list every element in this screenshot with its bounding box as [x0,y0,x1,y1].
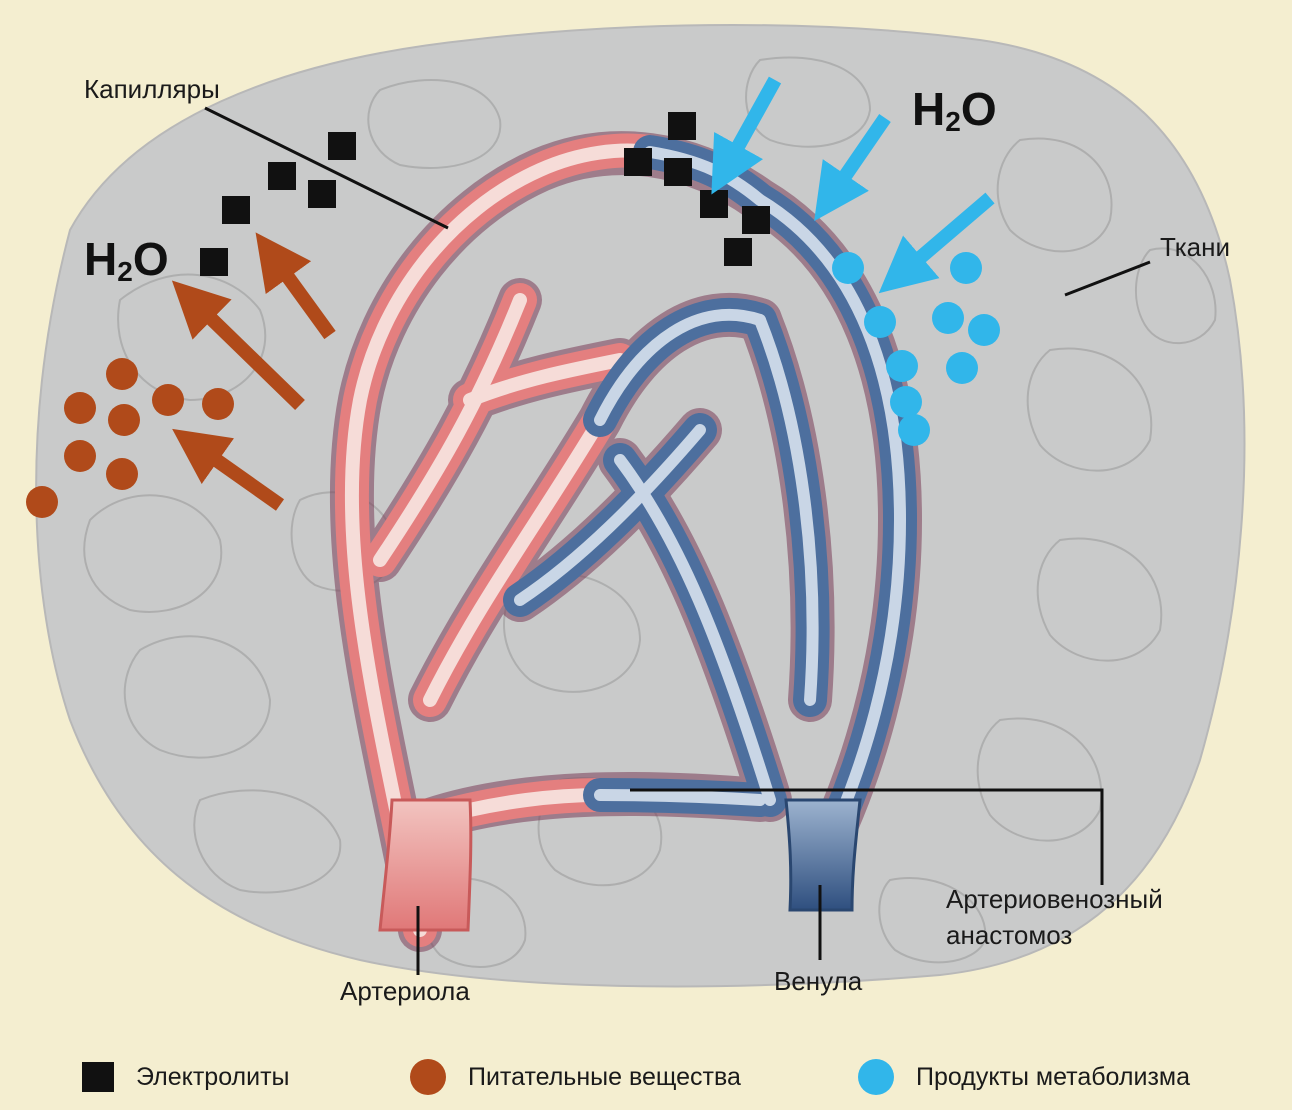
anastomosis-label-line1: Артериовенозный [946,884,1163,915]
arteriole-trunk [380,800,471,930]
capillaries-label: Капилляры [84,74,220,105]
legend-item-nutrients: Питательные вещества [410,1052,741,1102]
water-label-right: H2O [912,82,997,138]
tissues-label: Ткани [1160,232,1230,263]
water-label-left: H2O [84,232,169,288]
legend-label-metabolites: Продукты метаболизма [916,1063,1190,1092]
legend-label-nutrients: Питательные вещества [468,1063,741,1092]
anastomosis-label-line2: анастомоз [946,920,1072,951]
electrolyte-swatch-icon [82,1062,114,1092]
venule-label: Венула [774,966,862,997]
venule-trunk [786,800,860,910]
legend: Электролиты Питательные вещества Продукт… [70,1052,1285,1102]
legend-label-electrolytes: Электролиты [136,1063,290,1092]
legend-item-electrolytes: Электролиты [82,1052,290,1102]
metabolite-swatch-icon [858,1059,894,1095]
nutrient-swatch-icon [410,1059,446,1095]
arteriole-label: Артериола [340,976,470,1007]
legend-item-metabolites: Продукты метаболизма [858,1052,1190,1102]
